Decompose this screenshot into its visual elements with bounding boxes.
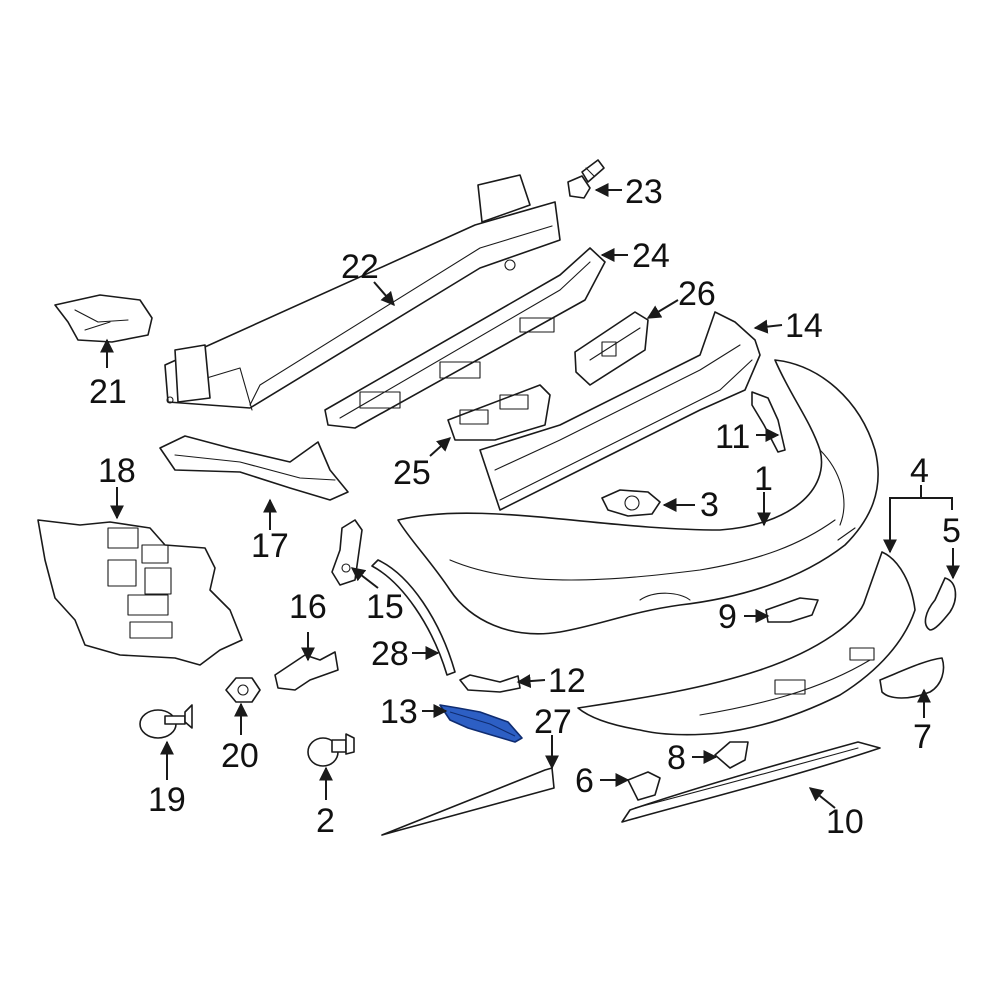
callout-5: 5 (942, 512, 961, 550)
callout-4: 4 (910, 452, 929, 490)
leader-14 (753, 319, 783, 334)
part-27-molding-strip[interactable] (381, 767, 555, 836)
leader-12 (516, 674, 546, 689)
part-16-bracket[interactable] (274, 651, 339, 691)
part-8-clip[interactable] (714, 741, 749, 769)
part-1-bumper-cover[interactable] (397, 359, 879, 635)
part-18-splash-guard[interactable] (37, 519, 243, 666)
part-10-lower-trim[interactable] (621, 741, 881, 823)
part-20-nut[interactable] (225, 677, 261, 703)
part-26-bracket[interactable] (574, 311, 649, 386)
callout-22: 22 (341, 248, 379, 286)
callout-15: 15 (366, 588, 404, 626)
part-6-tip[interactable] (627, 771, 661, 801)
part-12-bracket[interactable] (459, 674, 521, 693)
part-3-sensor-bracket[interactable] (601, 489, 661, 517)
callout-17: 17 (251, 527, 289, 565)
part-14-upper-bracket[interactable] (479, 311, 761, 511)
callout-23: 23 (625, 173, 663, 211)
callout-26: 26 (678, 275, 716, 313)
callout-24: 24 (632, 237, 670, 275)
callout-18: 18 (98, 452, 136, 490)
leader-lines (100, 183, 960, 809)
callout-3: 3 (700, 486, 719, 524)
part-11-side-bracket[interactable] (751, 391, 786, 453)
callout-19: 19 (148, 781, 186, 819)
callout-2: 2 (316, 802, 335, 840)
leader-15 (350, 567, 379, 589)
callout-14: 14 (785, 307, 823, 345)
callout-6: 6 (575, 762, 594, 800)
callout-7: 7 (913, 718, 932, 756)
part-17-bracket[interactable] (159, 435, 349, 501)
callout-9: 9 (718, 598, 737, 636)
part-13-bracket-highlighted[interactable] (439, 704, 523, 743)
part-24-energy-absorber[interactable] (324, 247, 606, 429)
part-9-bracket[interactable] (765, 597, 819, 623)
callout-27: 27 (534, 703, 572, 741)
part-7-cap[interactable] (879, 657, 945, 699)
callout-16: 16 (289, 588, 327, 626)
part-2-push-pin[interactable] (307, 733, 355, 767)
callout-1: 1 (754, 460, 773, 498)
callout-20: 20 (221, 737, 259, 775)
part-22-reinforcement-beam[interactable] (164, 174, 561, 411)
leader-4 (889, 497, 953, 510)
callout-labels: 22 23 24 26 14 21 11 25 1 3 4 18 5 17 15… (89, 173, 961, 841)
callout-11: 11 (715, 418, 750, 456)
callout-25: 25 (393, 454, 431, 492)
callout-21: 21 (89, 373, 127, 411)
part-21-heat-shield[interactable] (54, 294, 153, 343)
callout-8: 8 (667, 739, 686, 777)
part-19-push-pin[interactable] (139, 704, 193, 739)
leader-22 (373, 281, 395, 307)
part-25-lower-absorber[interactable] (447, 384, 551, 441)
part-15-small-bracket[interactable] (331, 519, 363, 586)
leader-25 (429, 437, 452, 457)
part-4-lower-valance[interactable] (577, 551, 916, 736)
part-5-reflector[interactable] (924, 577, 957, 631)
part-28-arch-molding[interactable] (371, 559, 456, 676)
leader-26 (646, 299, 679, 319)
callout-12: 12 (548, 662, 586, 700)
callout-10: 10 (826, 803, 864, 841)
callout-13: 13 (380, 693, 418, 731)
part-23-bolt[interactable] (567, 159, 605, 199)
callout-28: 28 (371, 635, 409, 673)
leader-10 (808, 787, 836, 809)
